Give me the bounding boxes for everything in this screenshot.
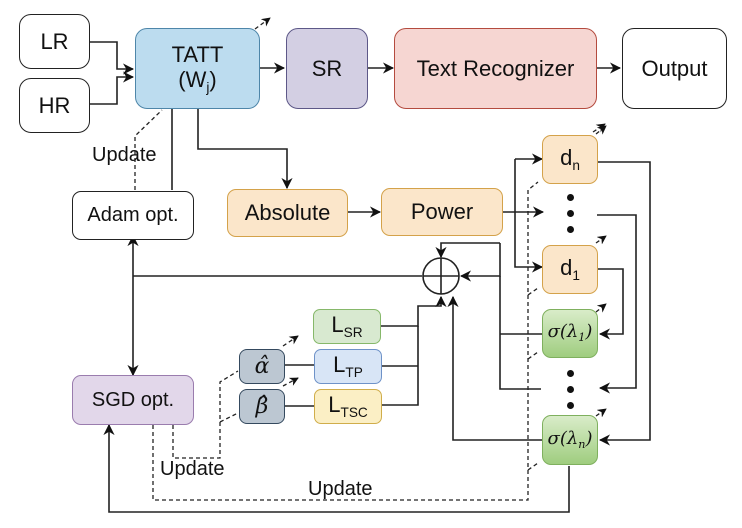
absolute-label: Absolute [244,200,331,226]
text-recognizer-label: Text Recognizer [416,55,575,81]
wire-dn-sum [435,242,500,259]
dashed-sgd-params [172,370,239,459]
wire-split-d1 [514,159,544,273]
wire-dots-left [499,334,541,390]
loss-sr-node: LSR [313,309,381,344]
ellipsis-sigma [566,370,574,409]
d1-label: d1 [560,255,580,284]
dashed-update-tatt [134,109,163,190]
sigma-lambda-n-node: σ(λn) [542,415,598,465]
dashed-dn-out [595,125,607,135]
tatt-node: TATT (Wj) [135,28,260,109]
power-node: Power [381,188,503,236]
sgd-label: SGD opt. [91,388,175,411]
wire-dots-dotsbottom [597,214,637,394]
loss-sr-label: LSR [331,312,363,341]
adam-label: Adam opt. [87,204,179,226]
output-label: Output [641,55,708,81]
lr-label: LR [40,28,69,54]
power-label: Power [410,199,474,225]
beta-hat-node: β̂ [239,389,285,424]
tatt-weight: (Wj) [178,66,217,95]
absolute-node: Absolute [227,189,348,237]
tatt-label: TATT [171,41,224,67]
adam-optimizer-node: Adam opt. [72,191,194,240]
wire-hr-tatt [90,71,135,105]
text-recognizer-node: Text Recognizer [394,28,597,109]
update-label-tatt: Update [92,144,157,166]
dashed-d1-out [595,235,607,245]
hr-node: HR [19,78,90,133]
output-node: Output [622,28,727,109]
ellipsis-d [566,194,574,233]
loss-tsc-node: LTSC [314,389,382,424]
wire-dn-sigman [597,161,651,446]
d1-node: d1 [542,245,598,294]
lr-node: LR [19,14,90,69]
sr-node: SR [286,28,368,109]
alpha-hat-label: α̂ [254,353,270,379]
sr-label: SR [311,55,343,81]
update-label-sgd: Update [160,458,225,480]
dashed-alpha-out [282,335,299,347]
dashed-sgd-bottom [152,181,539,501]
alpha-hat-node: α̂ [239,349,285,384]
dashed-sigman-out [595,408,607,418]
wire-lsr-sum [380,295,447,327]
dn-label: dn [560,145,580,174]
wire-right-sum [459,243,501,282]
sigma-lambda-n-label: σ(λn) [547,427,593,451]
hr-label: HR [38,92,71,118]
wire-tatt-absolute [197,108,293,190]
sgd-optimizer-node: SGD opt. [72,375,194,425]
sigma-lambda-1-node: σ(λ1) [542,309,598,358]
dashed-sigma1-out [595,303,607,313]
dn-node: dn [542,135,598,184]
loss-tp-label: LTP [333,352,363,381]
loss-tsc-label: LTSC [328,392,368,421]
dashed-tatt-out [254,17,271,30]
wire-lr-tatt [90,41,135,75]
sigma-lambda-1-label: σ(λ1) [547,321,593,345]
dashed-beta-out [282,377,299,387]
beta-hat-label: β̂ [255,393,269,419]
wire-d1-sigma1 [597,268,624,340]
wire-ltsc-join [382,326,419,406]
update-label-bottom: Update [308,478,373,500]
loss-tp-node: LTP [314,349,382,384]
wire-sigman-sgd [103,423,570,513]
wire-sigman-sum [447,295,543,441]
